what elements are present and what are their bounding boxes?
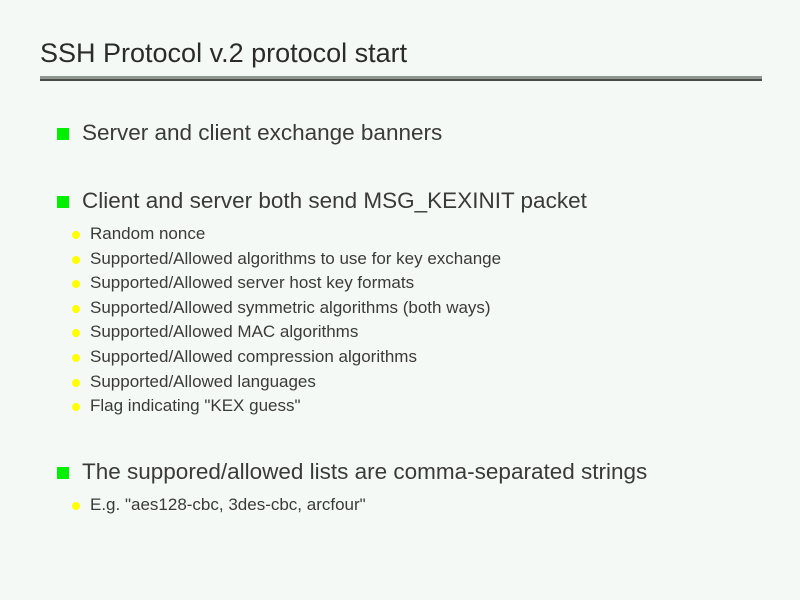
- spacer: [0, 419, 800, 457]
- spacer: [0, 148, 800, 186]
- bullet-label: Server and client exchange banners: [82, 120, 443, 145]
- sub-bullet-item: Supported/Allowed symmetric algorithms (…: [0, 296, 800, 321]
- sub-bullet-label: Supported/Allowed algorithms to use for …: [90, 248, 502, 268]
- square-bullet-icon: [57, 196, 69, 208]
- sub-bullet-label: Flag indicating "KEX guess": [90, 396, 301, 416]
- sub-bullet-label: Supported/Allowed server host key format…: [90, 273, 415, 293]
- sub-bullet-label: Supported/Allowed MAC algorithms: [90, 322, 359, 342]
- sub-bullet-item: Supported/Allowed compression algorithms: [0, 345, 800, 370]
- dot-bullet-icon: [72, 255, 80, 264]
- dot-bullet-icon: [72, 231, 80, 239]
- title-divider: [40, 76, 762, 81]
- sub-bullet-item: Random nonce: [0, 222, 800, 247]
- dot-bullet-icon: [72, 353, 80, 362]
- page-title: SSH Protocol v.2 protocol start: [40, 38, 408, 68]
- sub-bullet-item: Supported/Allowed MAC algorithms: [0, 320, 800, 345]
- sub-bullet-label: Random nonce: [90, 224, 206, 243]
- bullet-item: Client and server both send MSG_KEXINIT …: [0, 186, 800, 216]
- title-block: SSH Protocol v.2 protocol start: [40, 36, 762, 81]
- bullet-item: Server and client exchange banners: [0, 118, 800, 148]
- sub-bullet-label: Supported/Allowed languages: [90, 371, 316, 391]
- dot-bullet-icon: [72, 378, 80, 387]
- sub-bullet-item: Supported/Allowed server host key format…: [0, 271, 800, 296]
- dot-bullet-icon: [72, 280, 80, 289]
- dot-bullet-icon: [72, 329, 80, 338]
- sub-bullet-label: E.g. "aes128-cbc, 3des-cbc, arcfour": [90, 494, 366, 514]
- sub-bullet-item: Flag indicating "KEX guess": [0, 394, 800, 419]
- sub-bullet-item: E.g. "aes128-cbc, 3des-cbc, arcfour": [0, 493, 800, 518]
- dot-bullet-icon: [72, 501, 80, 510]
- dot-bullet-icon: [72, 403, 80, 412]
- sub-bullet-label: Supported/Allowed symmetric algorithms (…: [90, 297, 491, 317]
- square-bullet-icon: [57, 128, 69, 140]
- bullet-label: The suppored/allowed lists are comma-sep…: [82, 458, 648, 484]
- sub-bullet-item: Supported/Allowed algorithms to use for …: [0, 247, 800, 272]
- square-bullet-icon: [57, 466, 69, 479]
- bullet-item: The suppored/allowed lists are comma-sep…: [0, 457, 800, 487]
- sub-bullet-label: Supported/Allowed compression algorithms: [90, 346, 417, 366]
- dot-bullet-icon: [72, 304, 80, 313]
- bullet-label: Client and server both send MSG_KEXINIT …: [82, 188, 587, 213]
- sub-bullet-item: Supported/Allowed languages: [0, 370, 800, 395]
- slide-body: Server and client exchange banners Clien…: [0, 118, 800, 517]
